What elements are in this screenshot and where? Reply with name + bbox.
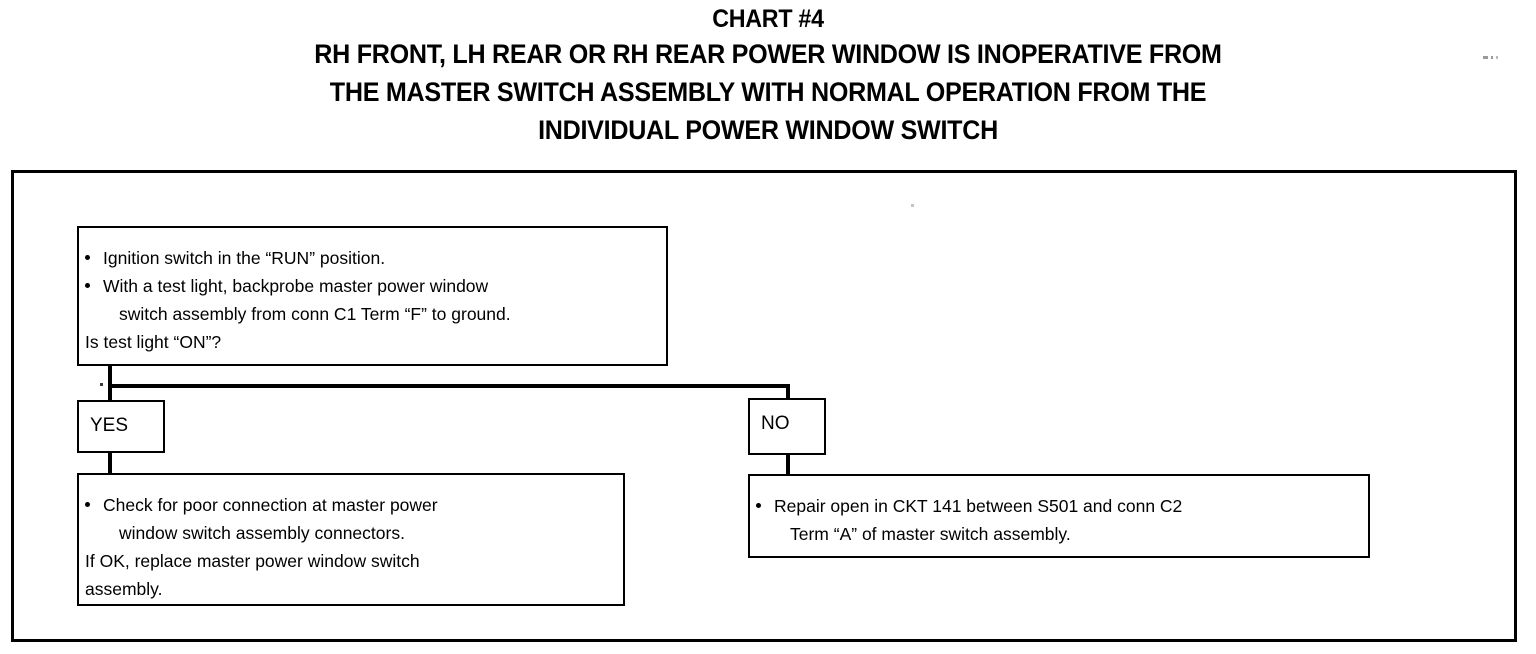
- bullet-icon: [85, 255, 90, 260]
- result-yes-bullet-line-2: window switch assembly connectors.: [119, 523, 405, 543]
- result-no-bullet-line-2: Term “A” of master switch assembly.: [790, 524, 1071, 544]
- result-no-bullet: Repair open in CKT 141 between S501 and …: [750, 492, 1368, 548]
- result-yes-follow-line-1: If OK, replace master power window switc…: [85, 551, 420, 571]
- connector-yes-to-result: [108, 452, 112, 474]
- question-bullet-1: Ignition switch in the “RUN” position.: [79, 244, 666, 272]
- connector-question-stem: [108, 366, 112, 387]
- scan-artifact-icon: [1483, 56, 1499, 59]
- branch-label-no: NO: [761, 413, 790, 434]
- branch-label-yes: YES: [90, 415, 129, 436]
- connector-no-drop: [786, 384, 790, 399]
- chart-title-line-1: RH FRONT, LH REAR OR RH REAR POWER WINDO…: [314, 39, 1222, 69]
- bullet-icon: [756, 503, 761, 508]
- chart-title-block: CHART #4 RH FRONT, LH REAR OR RH REAR PO…: [0, 4, 1536, 149]
- question-bullet-1-line-1: Ignition switch in the “RUN” position.: [103, 248, 386, 268]
- question-box: Ignition switch in the “RUN” position. W…: [77, 226, 668, 366]
- connector-no-to-result: [786, 455, 790, 475]
- chart-number: CHART #4: [712, 5, 824, 33]
- chart-title-line-2: THE MASTER SWITCH ASSEMBLY WITH NORMAL O…: [329, 77, 1207, 107]
- result-no-bullet-line-1: Repair open in CKT 141 between S501 and …: [774, 496, 1183, 516]
- scan-speck-icon: [100, 383, 103, 386]
- question-bullet-2: With a test light, backprobe master powe…: [79, 272, 666, 328]
- result-yes-bullet-line-1: Check for poor connection at master powe…: [103, 495, 438, 515]
- bullet-icon: [85, 283, 90, 288]
- chart-title-line-3: INDIVIDUAL POWER WINDOW SWITCH: [538, 115, 998, 145]
- result-yes-bullet: Check for poor connection at master powe…: [79, 491, 623, 547]
- result-box-no: Repair open in CKT 141 between S501 and …: [748, 474, 1370, 558]
- question-prompt: Is test light “ON”?: [85, 332, 222, 352]
- connector-yes-drop: [108, 384, 112, 401]
- branch-box-yes: YES: [77, 400, 165, 453]
- question-bullet-2-line-2: switch assembly from conn C1 Term “F” to…: [119, 304, 511, 324]
- result-yes-follow-line-2: assembly.: [85, 579, 163, 599]
- result-box-yes: Check for poor connection at master powe…: [77, 473, 625, 606]
- bullet-icon: [85, 502, 90, 507]
- question-bullet-2-line-1: With a test light, backprobe master powe…: [103, 276, 489, 296]
- branch-box-no: NO: [748, 398, 826, 455]
- connector-branch-bus: [108, 384, 790, 388]
- scan-speck-icon: [911, 204, 914, 207]
